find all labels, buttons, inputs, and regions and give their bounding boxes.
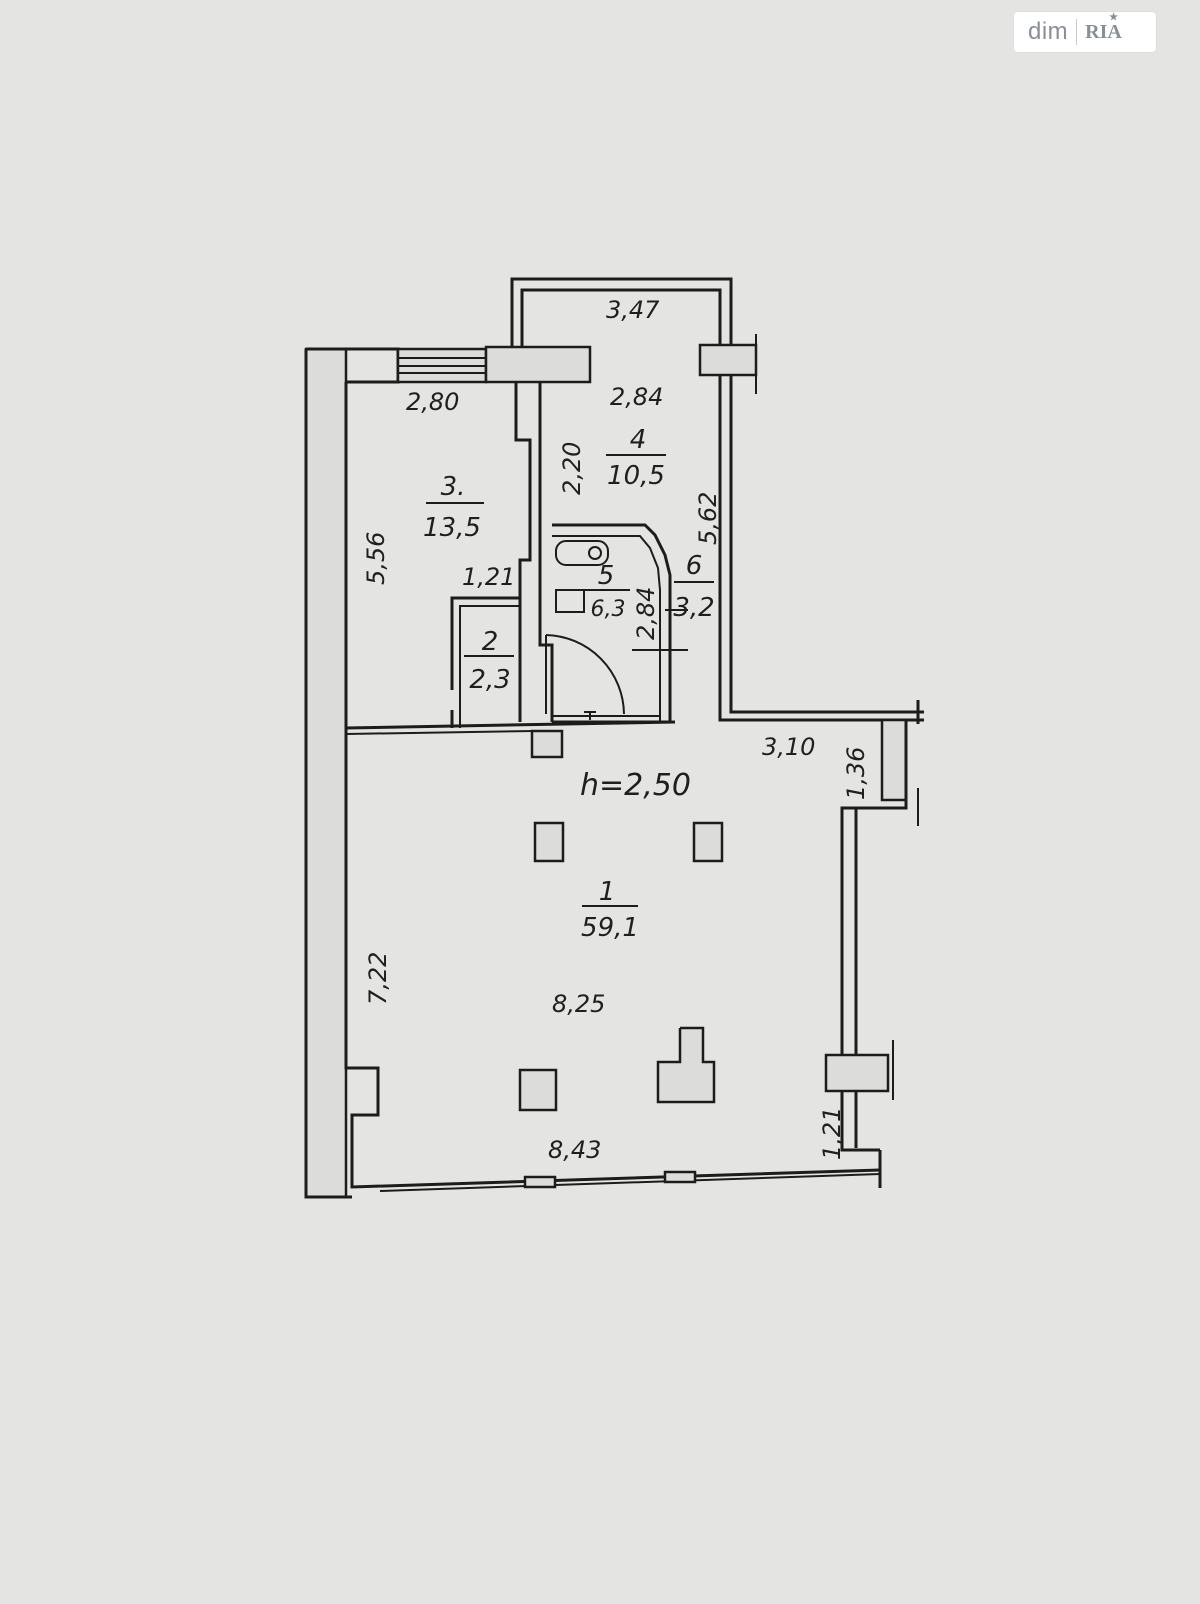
ceiling-height: h=2,50: [580, 768, 691, 803]
right-wall-pier: [698, 343, 758, 377]
watermark-site: dim: [1028, 18, 1069, 45]
dim-5-56: 5,56: [362, 532, 390, 585]
room4-inner-wall: [520, 288, 924, 722]
room2-wall-inner: [459, 605, 520, 728]
room-3-area: 13,5: [423, 513, 481, 543]
dim-2-84-mid: 2,84: [632, 587, 660, 640]
watermark-brand: RIA ★: [1085, 12, 1122, 44]
partition-room1-top-inner: [345, 730, 536, 735]
toilet-fixture: [555, 589, 585, 613]
top-wall-block: [484, 345, 592, 384]
interior-walls: [345, 382, 688, 759]
room-1-area: 59,1: [581, 913, 639, 943]
dimension-labels: 3,47 2,80 2,84 2,20 5,56 5,62 1,21 2,84 …: [362, 296, 870, 1164]
room-5-number: 5: [598, 561, 615, 591]
door-swing-arc: [545, 634, 625, 715]
room-2-number: 2: [482, 627, 499, 657]
column-3: [518, 1068, 558, 1112]
room-3-number: 3.: [441, 472, 466, 502]
room-labels: 1 59,1 2 2,3 3. 13,5 4 10,5 5 6,3 6 3,2: [423, 425, 715, 943]
room5-wall-inner: [552, 535, 661, 722]
dim-8-25: 8,25: [552, 990, 605, 1018]
column-4: [656, 1026, 716, 1104]
room3-right-wall: [514, 382, 532, 722]
dim-1-21-top: 1,21: [462, 563, 515, 591]
watermark-logo: dim RIA ★: [1014, 12, 1156, 52]
window-mullion-1: [523, 1175, 557, 1189]
room-4-number: 4: [630, 425, 647, 455]
left-wall-outline: [304, 349, 352, 1199]
watermark-divider: [1076, 19, 1078, 45]
dim-8-43: 8,43: [548, 1136, 601, 1164]
dim-1-21-bottom: 1,21: [818, 1107, 846, 1160]
room2-wall: [450, 596, 520, 728]
column-1: [533, 821, 565, 863]
room1-right-wall: [840, 720, 908, 1152]
dim-2-80: 2,80: [406, 388, 459, 416]
room-1-number: 1: [599, 877, 616, 907]
dim-2-84-top: 2,84: [610, 383, 663, 411]
room-4-area: 10,5: [607, 461, 665, 491]
bathtub-fixture: [555, 540, 609, 566]
dim-1-36: 1,36: [842, 747, 870, 800]
columns: [518, 821, 724, 1112]
outer-walls: [304, 277, 924, 1199]
left-wall-inner: [344, 382, 881, 1189]
dim-3-47: 3,47: [606, 296, 660, 324]
room-6-number: 6: [686, 551, 703, 581]
right-pier: [824, 1053, 890, 1093]
room-2-area: 2,3: [469, 665, 510, 695]
room4-outer-wall: [510, 277, 924, 714]
partition-stub: [530, 729, 564, 759]
star-icon: ★: [1109, 11, 1119, 23]
dim-2-20: 2,20: [558, 442, 586, 495]
left-outer-wall: [304, 347, 348, 1199]
column-2: [692, 821, 724, 863]
room5-wall: [552, 523, 672, 722]
window-mullion-2: [663, 1170, 697, 1184]
dim-3-10: 3,10: [762, 733, 815, 761]
room-5-area: 6,3: [591, 597, 626, 622]
dim-5-62: 5,62: [694, 492, 722, 545]
dim-7-22: 7,22: [364, 952, 392, 1005]
bottom-window-line: [379, 1173, 881, 1192]
watermark-brand-text: RIA: [1085, 20, 1122, 43]
sink-fixture: [588, 546, 602, 560]
room-6-area: 3,2: [673, 593, 714, 623]
entry-door-jamb: [880, 718, 908, 802]
